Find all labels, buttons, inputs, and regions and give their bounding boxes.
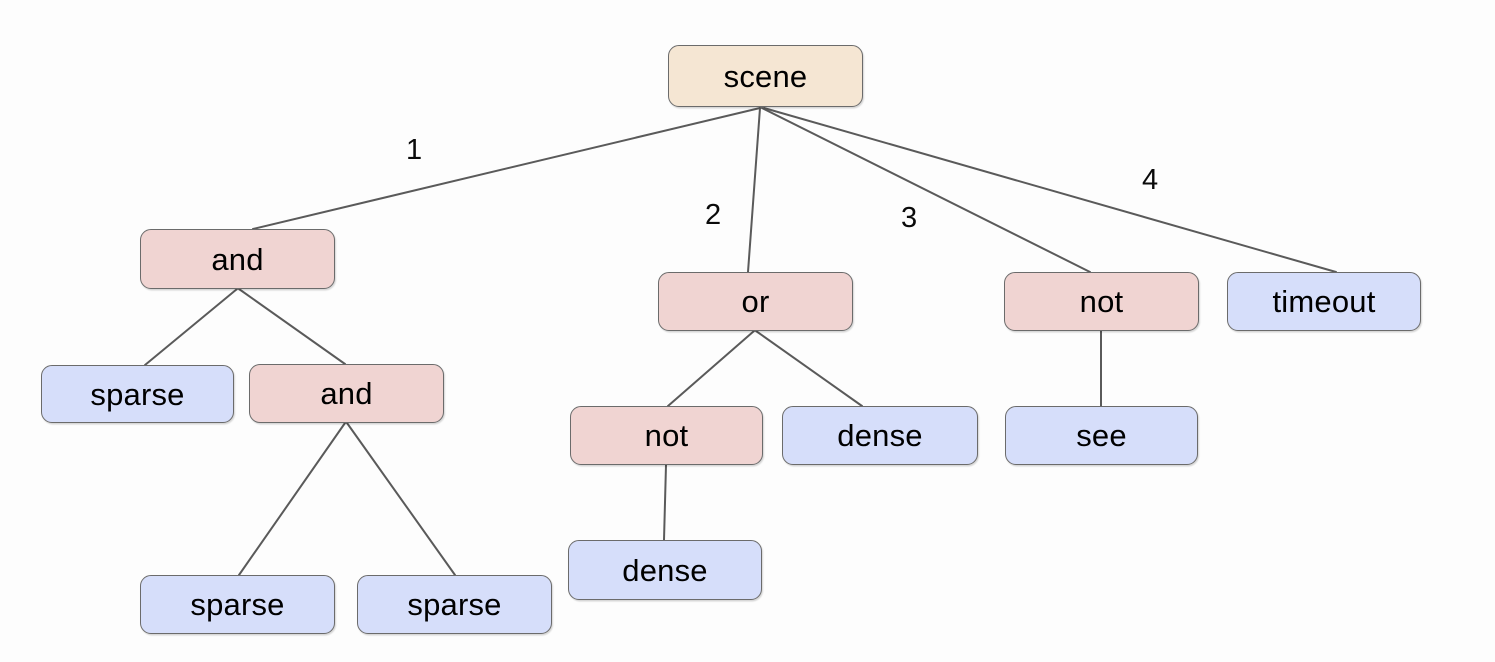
edge-label-4: 4 bbox=[1142, 164, 1159, 196]
tree-node-timeout1[interactable]: timeout bbox=[1227, 272, 1421, 331]
edge-label-1: 1 bbox=[406, 134, 423, 166]
tree-edge bbox=[763, 107, 1337, 273]
tree-node-sparse2[interactable]: sparse bbox=[140, 575, 335, 634]
tree-node-label: not bbox=[644, 418, 689, 453]
tree-edge bbox=[667, 330, 755, 407]
tree-node-not1[interactable]: not bbox=[1004, 272, 1199, 331]
tree-node-label: or bbox=[741, 284, 770, 319]
tree-node-label: and bbox=[320, 376, 373, 411]
tree-edge bbox=[346, 422, 456, 576]
tree-node-label: and bbox=[211, 241, 264, 277]
tree-node-see1[interactable]: see bbox=[1005, 406, 1198, 465]
tree-node-label: sparse bbox=[90, 376, 185, 412]
tree-node-or1[interactable]: or bbox=[658, 272, 853, 331]
tree-edge bbox=[238, 422, 346, 576]
tree-node-sparse3[interactable]: sparse bbox=[357, 575, 552, 634]
tree-node-sparse1[interactable]: sparse bbox=[41, 365, 234, 423]
tree-node-label: timeout bbox=[1272, 284, 1376, 319]
tree-node-scene[interactable]: scene bbox=[668, 45, 863, 107]
tree-node-label: see bbox=[1076, 418, 1127, 453]
tree-node-dense2[interactable]: dense bbox=[568, 540, 762, 600]
tree-node-and1[interactable]: and bbox=[140, 229, 335, 289]
tree-edge bbox=[755, 330, 863, 407]
tree-edge bbox=[747, 107, 761, 273]
tree-edge bbox=[238, 288, 346, 365]
tree-node-not2[interactable]: not bbox=[570, 406, 763, 465]
tree-edge bbox=[252, 107, 761, 230]
tree-node-and2[interactable]: and bbox=[249, 364, 444, 423]
tree-node-label: scene bbox=[723, 58, 808, 94]
tree-edge bbox=[144, 288, 238, 366]
tree-node-label: sparse bbox=[190, 587, 285, 622]
edge-label-2: 2 bbox=[705, 199, 722, 231]
tree-node-label: not bbox=[1079, 284, 1124, 319]
edge-label-3: 3 bbox=[901, 202, 918, 234]
tree-node-label: sparse bbox=[407, 587, 502, 622]
tree-node-label: dense bbox=[837, 418, 923, 453]
tree-node-dense1[interactable]: dense bbox=[782, 406, 978, 465]
tree-edge bbox=[663, 464, 667, 541]
tree-edge bbox=[761, 107, 1091, 273]
tree-node-label: dense bbox=[622, 552, 708, 588]
